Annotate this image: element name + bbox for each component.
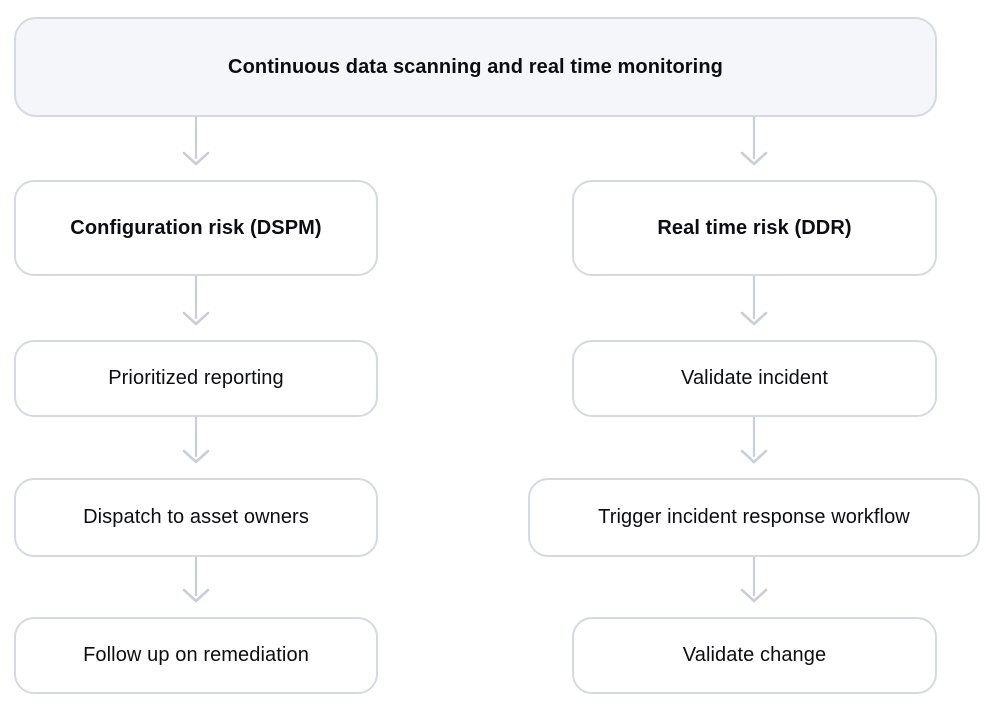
node-label: Validate incident (681, 367, 828, 389)
node-validate-change: Validate change (572, 617, 937, 694)
node-label: Configuration risk (DSPM) (70, 216, 322, 239)
node-real-time-risk-header: Real time risk (DDR) (572, 180, 937, 276)
node-label: Dispatch to asset owners (83, 506, 309, 528)
node-label: Real time risk (DDR) (657, 216, 852, 239)
down-arrow (182, 555, 210, 603)
down-arrow (740, 555, 768, 603)
node-follow-up-on-remediation: Follow up on remediation (14, 617, 378, 694)
down-arrow (740, 115, 768, 166)
node-label: Prioritized reporting (108, 367, 284, 389)
node-root: Continuous data scanning and real time m… (14, 17, 937, 117)
node-label: Follow up on remediation (83, 644, 309, 666)
node-validate-incident: Validate incident (572, 340, 937, 417)
down-arrow (182, 274, 210, 326)
down-arrow (182, 115, 210, 166)
node-prioritized-reporting: Prioritized reporting (14, 340, 378, 417)
down-arrow (740, 274, 768, 326)
node-trigger-incident-response-workflow: Trigger incident response workflow (528, 478, 980, 557)
node-label: Validate change (682, 644, 827, 666)
down-arrow (182, 415, 210, 464)
node-dispatch-to-asset-owners: Dispatch to asset owners (14, 478, 378, 557)
down-arrow (740, 415, 768, 464)
node-configuration-risk-header: Configuration risk (DSPM) (14, 180, 378, 276)
node-root-label: Continuous data scanning and real time m… (228, 55, 723, 78)
node-label: Trigger incident response workflow (598, 506, 910, 528)
